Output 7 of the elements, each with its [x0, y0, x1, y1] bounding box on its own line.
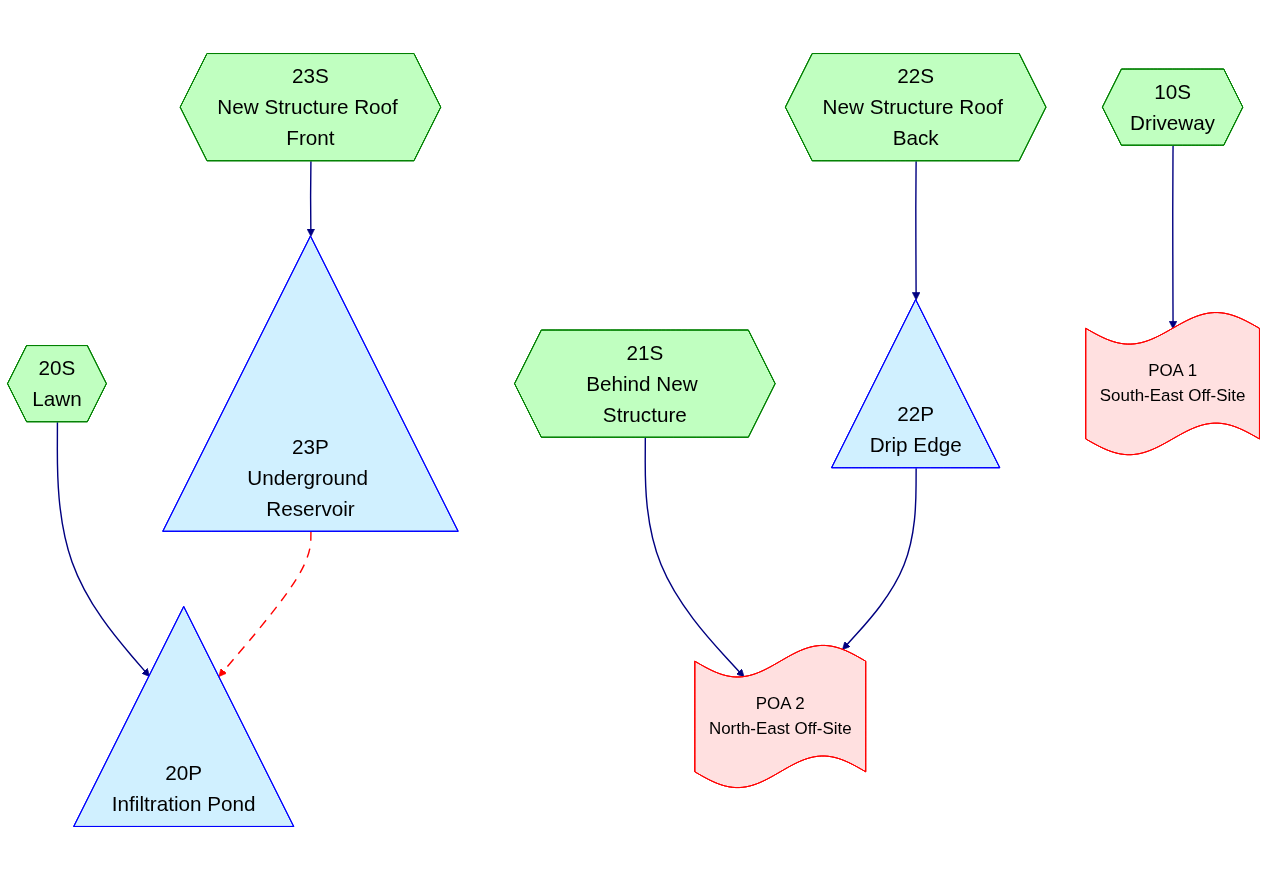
arrow: [1168, 145, 1178, 330]
arrow: [911, 160, 921, 301]
arrow: [644, 437, 745, 678]
arrow: [306, 160, 315, 237]
arrow: [56, 421, 150, 677]
arrow: [218, 531, 312, 677]
arrow: [842, 467, 917, 650]
